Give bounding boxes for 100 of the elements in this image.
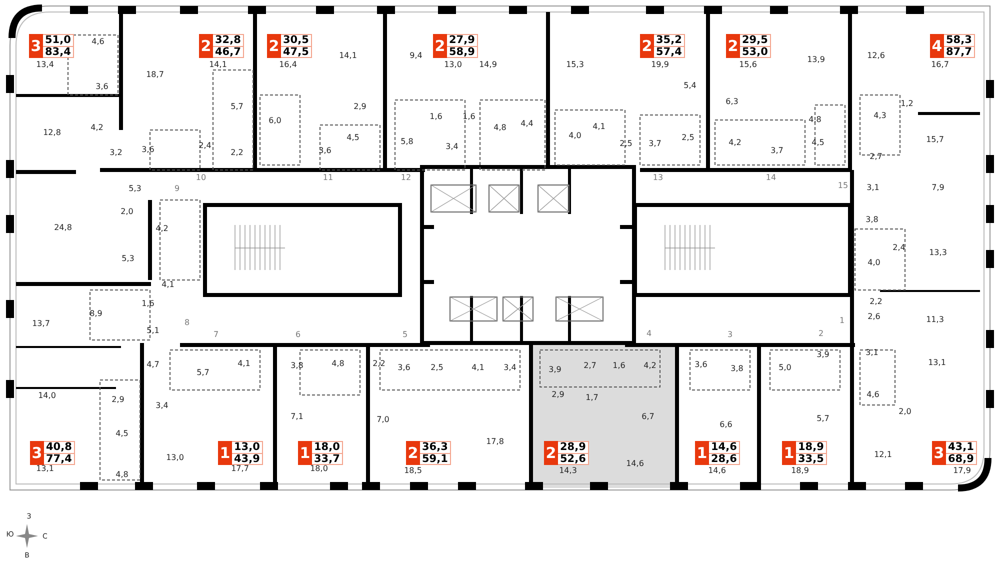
total-area: 53,0 (740, 47, 770, 58)
total-area: 87,7 (944, 47, 974, 58)
room-area: 4,1 (472, 364, 484, 372)
room-count: 3 (30, 441, 44, 465)
room-area: 5,1 (146, 327, 160, 335)
room-area: 3,1 (866, 184, 880, 192)
room-area: 4,1 (162, 281, 174, 289)
room-area: 4,2 (728, 139, 742, 147)
room-area: 5,3 (128, 185, 142, 193)
room-area: 1,6 (462, 113, 476, 121)
room-area: 14,6 (626, 460, 644, 468)
room-area: 4,2 (90, 124, 104, 132)
room-count: 2 (406, 441, 420, 465)
room-area: 3,4 (446, 143, 458, 151)
room-area: 3,4 (504, 364, 516, 372)
room-area: 9,4 (410, 52, 422, 60)
apartment-badge (726, 34, 771, 58)
room-area: 4,8 (332, 360, 344, 368)
door-number: 5 (402, 331, 408, 339)
room-area: 18,7 (146, 71, 164, 79)
room-area: 14,9 (479, 61, 497, 69)
room-area: 17,7 (231, 465, 249, 473)
room-area: 3,8 (866, 216, 878, 224)
room-count: 2 (199, 34, 213, 58)
room-area: 12,6 (867, 52, 885, 60)
room-area: 3,6 (142, 146, 154, 154)
room-area: 12,1 (874, 451, 892, 459)
room-count: 1 (695, 441, 709, 465)
room-area: 3,9 (548, 366, 562, 374)
apartment-badge (930, 34, 975, 58)
room-area: 4,2 (644, 362, 656, 370)
room-area: 3,6 (318, 147, 332, 155)
room-count: 2 (640, 34, 654, 58)
room-area: 4,1 (238, 360, 250, 368)
apartment-badge (433, 34, 478, 58)
room-area: 3,6 (694, 361, 708, 369)
door-number: 10 (196, 174, 206, 182)
room-area: 15,7 (926, 136, 944, 144)
room-area: 2,7 (870, 153, 882, 161)
door-number: 15 (838, 182, 848, 190)
room-area: 4,4 (520, 120, 534, 128)
room-area: 24,8 (54, 224, 72, 232)
room-area: 2,7 (584, 362, 596, 370)
room-area: 13,9 (807, 56, 825, 64)
total-area: 33,7 (312, 454, 342, 465)
apartment-badge (782, 441, 827, 465)
door-number: 1 (839, 317, 845, 325)
room-area: 5,0 (778, 364, 792, 372)
room-area: 5,3 (122, 255, 134, 263)
room-area: 13,7 (32, 320, 50, 328)
living-area: 14,6 (709, 442, 739, 454)
room-area: 2,4 (198, 142, 212, 150)
living-area: 58,3 (944, 35, 974, 47)
room-area: 2,2 (372, 360, 386, 368)
room-area: 3,7 (648, 140, 662, 148)
room-area: 6,6 (720, 421, 732, 429)
living-area: 30,5 (281, 35, 311, 47)
room-count: 2 (544, 441, 558, 465)
door-number: 9 (174, 185, 180, 193)
room-area: 17,8 (486, 438, 504, 446)
room-area: 7,0 (376, 416, 390, 424)
room-area: 18,0 (310, 465, 328, 473)
living-area: 35,2 (654, 35, 684, 47)
door-number: 6 (295, 331, 301, 339)
room-area: 4,1 (592, 123, 606, 131)
apartment-badge (199, 34, 244, 58)
living-area: 40,8 (44, 442, 74, 454)
room-area: 4,5 (116, 430, 128, 438)
door-number: 14 (766, 174, 776, 182)
room-area: 13,0 (166, 454, 184, 462)
apartment-badge (544, 441, 589, 465)
total-area: 28,6 (709, 454, 739, 465)
room-area: 7,9 (932, 184, 944, 192)
apartment-badge (298, 441, 343, 465)
room-area: 4,7 (146, 361, 160, 369)
door-number: 8 (184, 319, 190, 327)
door-number: 12 (400, 174, 412, 182)
total-area: 68,9 (946, 454, 976, 465)
room-area: 2,5 (682, 134, 694, 142)
room-area: 15,3 (566, 61, 584, 69)
total-area: 47,5 (281, 47, 311, 58)
apartment-badge (218, 441, 263, 465)
room-area: 5,7 (230, 103, 244, 111)
room-area: 1,6 (142, 300, 154, 308)
room-area: 4,0 (568, 132, 582, 140)
room-area: 4,6 (92, 38, 104, 46)
room-count: 2 (267, 34, 281, 58)
room-area: 2,4 (892, 244, 906, 252)
door-number: 3 (727, 331, 733, 339)
total-area: 46,7 (213, 47, 243, 58)
room-count: 1 (218, 441, 232, 465)
apartment-badge (932, 441, 977, 465)
room-area: 12,8 (43, 129, 61, 137)
room-area: 2,5 (620, 140, 632, 148)
living-area: 29,5 (740, 35, 770, 47)
room-area: 1,2 (900, 100, 914, 108)
door-number: 7 (213, 331, 219, 339)
room-area: 3,7 (770, 147, 784, 155)
total-area: 52,6 (558, 454, 588, 465)
room-area: 6,0 (268, 117, 282, 125)
